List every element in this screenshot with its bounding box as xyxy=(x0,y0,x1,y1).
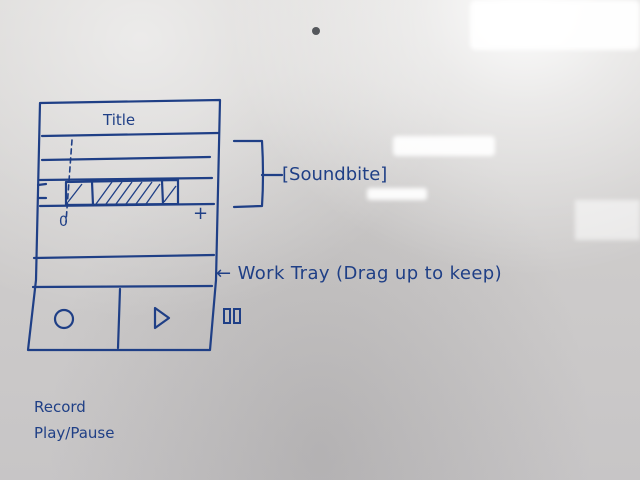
timeline-start-label: 0 xyxy=(59,214,68,230)
timeline-end-label: + xyxy=(193,203,209,224)
timeline-arrow xyxy=(36,182,48,200)
soundbite-annotation: [Soundbite] xyxy=(282,164,388,185)
row-line xyxy=(40,155,212,162)
timeline-hatch xyxy=(67,181,177,205)
timeline-marker-left xyxy=(90,180,95,207)
phone-frame-outline xyxy=(26,98,222,352)
magnet-pin xyxy=(312,27,320,35)
record-circle-icon xyxy=(53,308,75,330)
row-line xyxy=(38,176,214,182)
ceiling-light-reflection xyxy=(393,136,495,156)
work-tray-divider xyxy=(32,253,216,260)
playhead-line xyxy=(65,139,73,223)
timeline-strip xyxy=(64,178,180,207)
legend-play-pause: Play/Pause xyxy=(34,424,115,442)
ceiling-light-reflection xyxy=(367,188,427,200)
ceiling-light-reflection xyxy=(470,0,640,50)
button-divider xyxy=(116,287,122,350)
controls-divider xyxy=(31,284,214,289)
title-divider xyxy=(40,131,220,138)
pause-bars-icon xyxy=(223,308,241,324)
ceiling-light-reflection xyxy=(575,200,640,240)
work-tray-annotation: ← Work Tray (Drag up to keep) xyxy=(216,263,503,284)
soundbite-bracket xyxy=(232,139,265,209)
play-triangle-icon xyxy=(153,306,171,330)
wireframe-title: Title xyxy=(103,111,136,129)
legend-record: Record xyxy=(34,398,86,416)
timeline-marker-right xyxy=(160,179,165,206)
